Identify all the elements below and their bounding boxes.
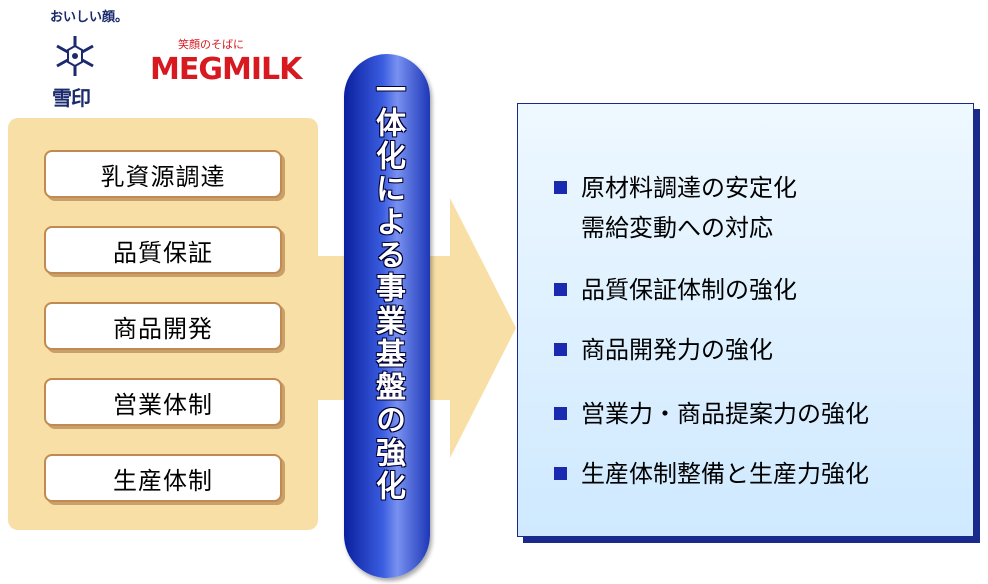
result-text: 品質保証体制の強化 [581,276,797,304]
function-box-sales: 営業体制 [44,378,282,426]
result-item: 生産体制整備と生産力強化 [554,454,869,494]
result-item: 営業力・商品提案力の強化 [554,394,869,434]
logo-sub-tagline: 笑顔のそばに [178,38,244,51]
function-box-product-development: 商品開発 [44,302,282,350]
square-bullet-icon [554,283,567,296]
result-text: 営業力・商品提案力の強化 [581,400,869,428]
square-bullet-icon [554,407,567,420]
result-item: 原材料調達の安定化 需給変動への対応 [554,168,797,248]
result-text: 生産体制整備と生産力強化 [581,460,869,488]
square-bullet-icon [554,343,567,356]
result-item: 商品開発力の強化 [554,330,773,370]
logo-brand: MEGMILK [150,52,302,87]
function-box-quality-assurance: 品質保証 [44,226,282,274]
function-box-milk-sourcing: 乳資源調達 [44,150,282,198]
results-panel: 原材料調達の安定化 需給変動への対応 品質保証体制の強化 商品開発力の強化 営業… [517,103,974,537]
result-text: 原材料調達の安定化 [581,174,797,202]
logo-tagline: おいしい顔。 [50,10,129,25]
result-text-sub: 需給変動への対応 [581,214,773,242]
result-text: 商品開発力の強化 [581,336,773,364]
integration-pill: 一体化による事業基盤の強化 [344,54,430,578]
integration-label: 一体化による事業基盤の強化 [370,74,405,503]
function-box-production: 生産体制 [44,454,282,502]
logo-name-jp: 雪印 [52,86,91,110]
result-item: 品質保証体制の強化 [554,270,797,310]
square-bullet-icon [554,181,567,194]
snowflake-crest-icon [56,36,94,76]
square-bullet-icon [554,467,567,480]
